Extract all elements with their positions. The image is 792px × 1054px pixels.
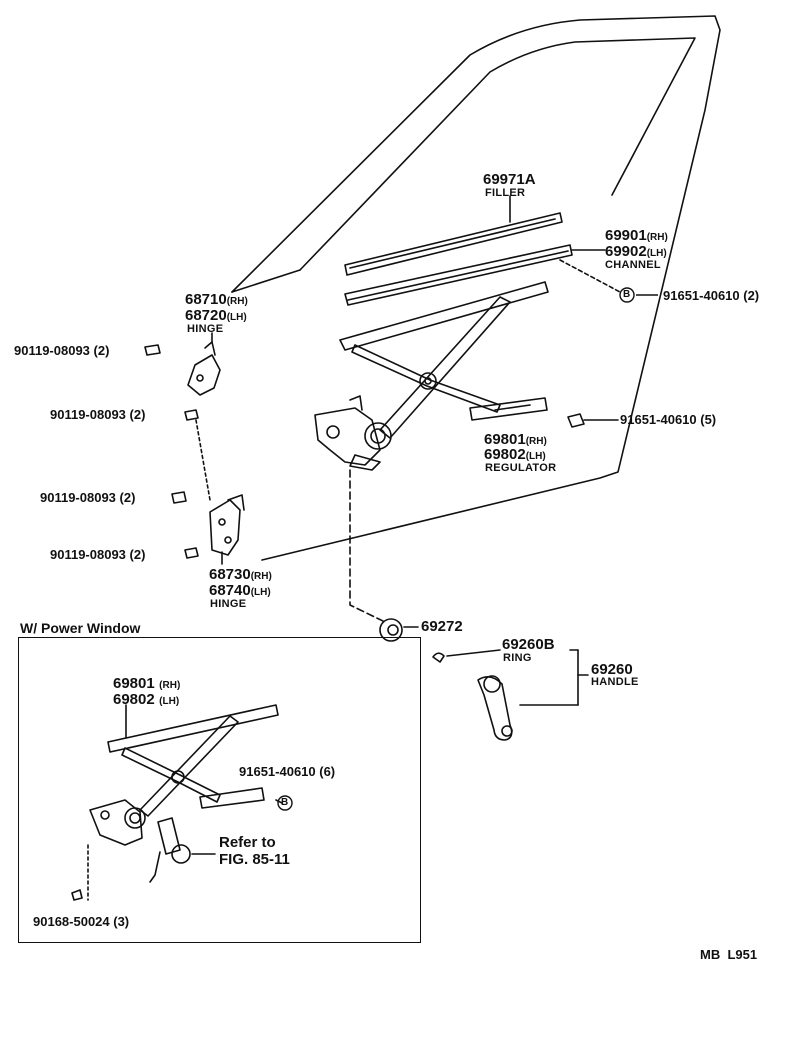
power-regulator-lh-side: (LH) <box>159 696 180 707</box>
handle-name: HANDLE <box>591 676 639 688</box>
bolt-channel-leader <box>559 259 621 293</box>
bolt-marker-power <box>277 795 293 811</box>
channel-lh-number: 69902 <box>605 243 647 260</box>
refer-line-2: FIG. 85-11 <box>219 851 290 868</box>
power-window-title: W/ Power Window <box>20 620 141 636</box>
hinge-bolt-3 <box>171 491 187 504</box>
ring-leader <box>446 649 501 657</box>
bolt-hinge-1-label: 90119-08093 (2) <box>14 343 110 358</box>
hinge-upper-name: HINGE <box>187 323 224 335</box>
bolt-regulator-label: 91651-40610 (5) <box>620 412 717 427</box>
door-frame-outline <box>231 15 721 561</box>
power-window-motor-shape <box>149 817 191 883</box>
bolt-marker-channel <box>619 287 635 303</box>
hinge-bolt-1 <box>144 344 161 356</box>
channel-lh-label: 69902(LH) <box>605 244 667 260</box>
power-bolt-label: 91651-40610 (6) <box>239 764 336 779</box>
plug-label: 69272 <box>421 618 463 635</box>
channel-rh-number: 69901 <box>605 227 647 244</box>
hinge-upper-rh-side: (RH) <box>226 296 248 307</box>
hinge-lower-name: HINGE <box>210 598 247 610</box>
ring-shape <box>432 652 445 663</box>
hinge-lower-rh-side: (RH) <box>250 571 272 582</box>
channel-part-name: CHANNEL <box>605 259 661 271</box>
hinge-upper-rh-label: 68710(RH) <box>185 292 248 308</box>
lower-hinge-shape <box>209 494 245 556</box>
hinge-upper-lh-side: (LH) <box>226 312 247 323</box>
bolt-channel-label: 91651-40610 (2) <box>663 288 760 303</box>
bolt-marker-label: B <box>281 797 289 808</box>
hinge-upper-lh-label: 68720(LH) <box>185 308 247 324</box>
filler-part-number: 69971A <box>483 171 536 188</box>
hinge-lower-rh-number: 68730 <box>209 566 251 583</box>
channel-rh-label: 69901(RH) <box>605 228 668 244</box>
handle-shape <box>477 675 513 741</box>
regulator-rh-number: 69801 <box>484 431 526 448</box>
bolt-hinge-2-label: 90119-08093 (2) <box>50 407 146 422</box>
plug-leader-dashed <box>349 469 386 623</box>
power-regulator-rh-label: 69801 (RH) <box>113 676 180 692</box>
filler-part-name: FILLER <box>485 187 526 199</box>
bolt-marker-group <box>277 287 635 811</box>
hinge-lower-lh-side: (LH) <box>250 587 271 598</box>
hinge-lower-lh-label: 68740(LH) <box>209 583 271 599</box>
regulator-assembly <box>314 281 549 471</box>
footer-code: MB L951 <box>700 947 758 962</box>
refer-line-1: Refer to <box>219 834 276 851</box>
power-regulator-lh-label: 69802 (LH) <box>113 692 179 708</box>
power-window-regulator-assembly <box>89 704 279 846</box>
regulator-lh-side: (LH) <box>525 451 546 462</box>
power-regulator-lh-number: 69802 <box>113 691 155 708</box>
channel-lh-side: (LH) <box>646 248 667 259</box>
ring-name: RING <box>503 652 532 664</box>
plug-shape <box>379 618 403 642</box>
regulator-rh-side: (RH) <box>525 436 547 447</box>
bolt-hinge-3-label: 90119-08093 (2) <box>40 490 136 505</box>
regulator-rh-label: 69801(RH) <box>484 432 547 448</box>
channel-rh-side: (RH) <box>646 232 668 243</box>
power-regulator-rh-side: (RH) <box>159 680 181 691</box>
regulator-bolt-shape <box>567 413 585 428</box>
door-frame-inner <box>299 37 696 271</box>
hinge-upper-rh-number: 68710 <box>185 291 227 308</box>
hinge-lower-rh-label: 68730(RH) <box>209 567 272 583</box>
ring-number: 69260B <box>502 636 555 653</box>
screw-shape <box>71 889 83 901</box>
power-window-frame <box>18 637 421 943</box>
filler-strip <box>344 212 563 276</box>
hinge-bolt-4 <box>184 547 199 559</box>
bolt-hinge-4-label: 90119-08093 (2) <box>50 547 146 562</box>
regulator-lh-label: 69802(LH) <box>484 447 546 463</box>
handle-number: 69260 <box>591 661 633 678</box>
bolt-marker-label: B <box>623 289 631 300</box>
regulator-lh-number: 69802 <box>484 446 526 463</box>
hinge-upper-lh-number: 68720 <box>185 307 227 324</box>
channel-strip <box>344 244 573 306</box>
upper-hinge-shape <box>187 341 221 396</box>
power-regulator-rh-number: 69801 <box>113 675 155 692</box>
power-screw-label: 90168-50024 (3) <box>33 914 130 929</box>
hinge-lower-lh-number: 68740 <box>209 582 251 599</box>
regulator-name: REGULATOR <box>485 462 557 474</box>
hinge-bolt-2 <box>184 409 199 421</box>
